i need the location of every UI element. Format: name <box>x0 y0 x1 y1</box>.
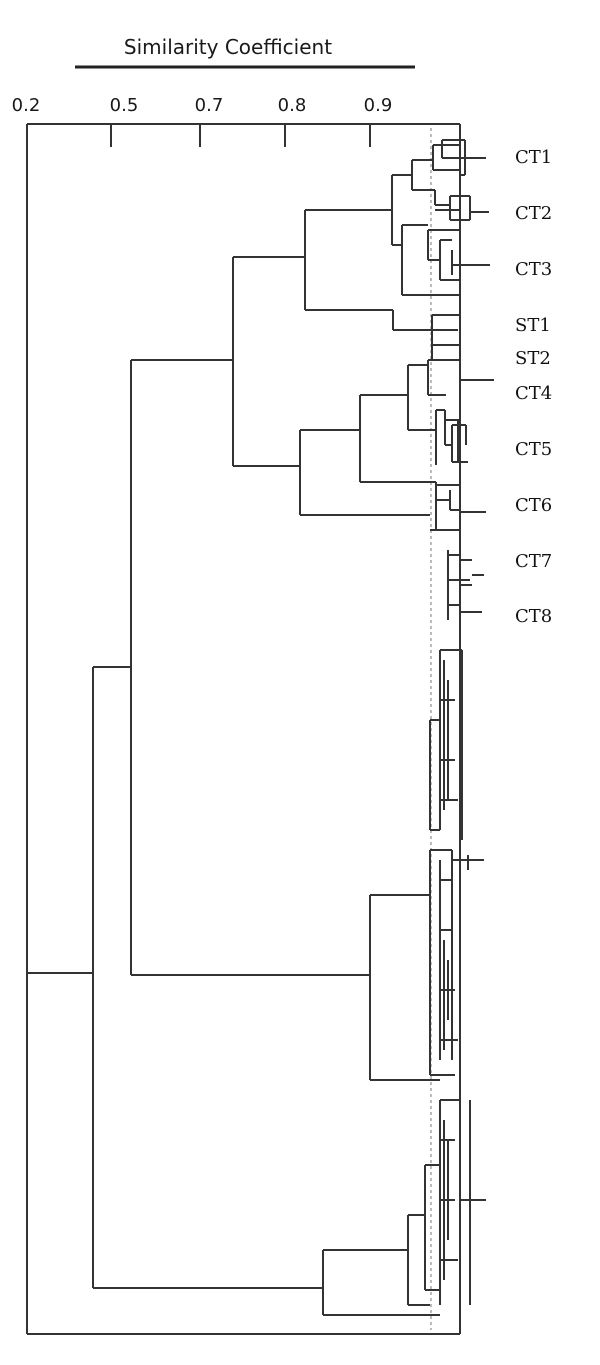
leaf-label-ct2: CT2 <box>515 203 552 224</box>
tick-label-2: 0.7 <box>195 95 224 116</box>
ct-group-branch <box>232 256 305 467</box>
st1-st2-subtree <box>431 314 460 361</box>
axis-header: Similarity Coefficient 0.2 0.5 0.7 0.8 0… <box>12 35 415 116</box>
ct1-ct3-st1-branch <box>304 174 458 331</box>
leaf-labels: CT1 CT2 CT3 ST1 ST2 CT4 CT5 CT6 CT7 CT8 <box>515 147 552 627</box>
leaf-label-ct7: CT7 <box>515 551 552 572</box>
leaf-label-st2: ST2 <box>515 348 551 369</box>
upper-cluster-branch <box>130 359 370 976</box>
ct3-subtree <box>401 224 490 296</box>
ct6-subtree <box>430 482 486 531</box>
ct1-subtree <box>411 139 486 191</box>
lower-cluster-c <box>322 1099 486 1316</box>
tick-label-4: 0.9 <box>364 95 393 116</box>
ct4-subtree <box>407 359 494 431</box>
root-branch <box>27 666 323 1289</box>
tick-label-3: 0.8 <box>278 95 307 116</box>
leaf-label-st1: ST1 <box>515 315 551 336</box>
leaf-label-ct8: CT8 <box>515 606 552 627</box>
ct2-subtree <box>434 190 489 221</box>
lower-cluster-b <box>429 849 484 1076</box>
ct4-ct6-branch <box>299 394 436 516</box>
dendrogram-tree <box>27 139 494 1316</box>
leaf-label-ct5: CT5 <box>515 439 552 460</box>
leaf-label-ct4: CT4 <box>515 383 552 404</box>
leaf-label-ct6: CT6 <box>515 495 552 516</box>
ct7-ct8-subtree <box>447 550 484 620</box>
lower-cluster-a <box>369 649 463 1081</box>
dendrogram-frame <box>26 123 461 1335</box>
ct5-subtree <box>435 409 468 465</box>
tick-label-1: 0.5 <box>110 95 139 116</box>
leaf-label-ct3: CT3 <box>515 259 552 280</box>
axis-title: Similarity Coefficient <box>124 35 332 59</box>
tick-label-0: 0.2 <box>12 95 41 116</box>
leaf-label-ct1: CT1 <box>515 147 552 168</box>
